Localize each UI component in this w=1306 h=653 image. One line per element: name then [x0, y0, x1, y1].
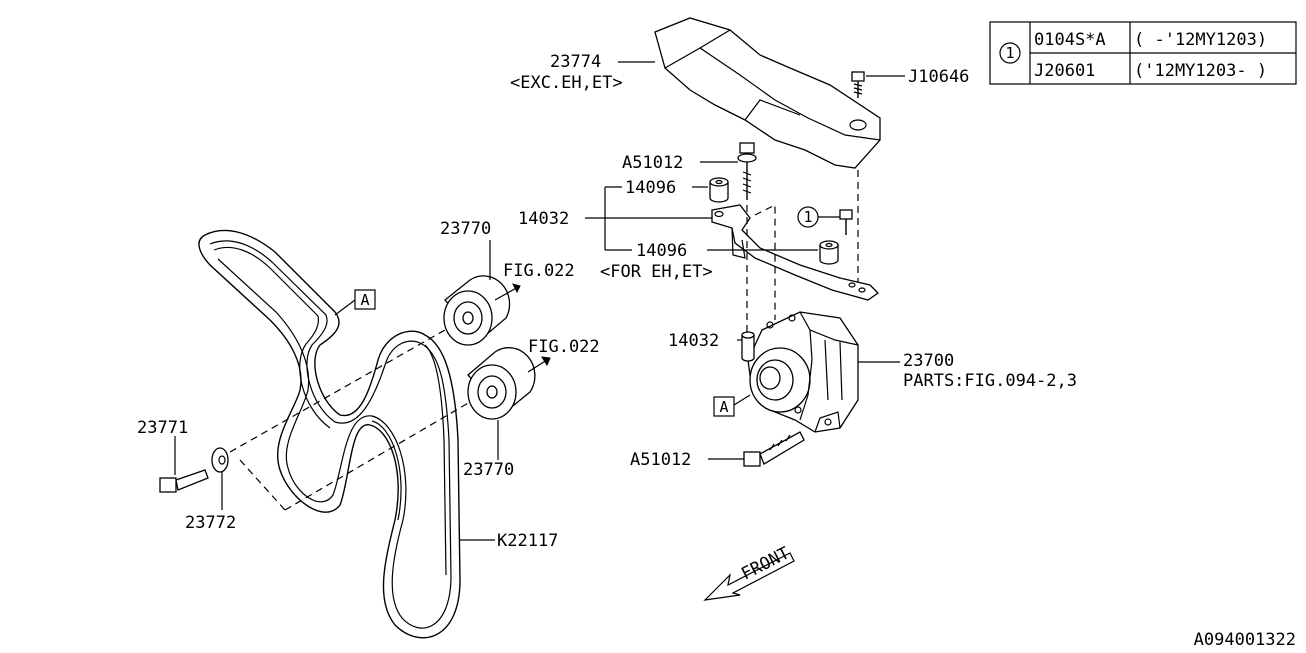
callout-14032-lower: 14032 — [668, 331, 719, 351]
callout-14096-bottom: 14096 — [636, 241, 687, 261]
callout-k22117: K22117 — [497, 531, 558, 551]
ref-box-a-left — [354, 289, 376, 310]
diagram-id: A094001322 — [1194, 630, 1296, 650]
bracket-14032 — [711, 204, 880, 301]
bolt-a51012-top — [737, 142, 757, 200]
callout-23770-bottom: 23770 — [463, 460, 514, 480]
callout-23700-note: PARTS:FIG.094-2,3 — [903, 371, 1077, 391]
bolt-a51012-bottom — [743, 431, 805, 467]
alternator — [747, 311, 859, 433]
callout-fig022-bottom: FIG.022 — [528, 337, 600, 357]
spacer-14096-bottom — [819, 240, 839, 265]
callout-a51012-top: A51012 — [622, 153, 683, 173]
callout-a51012-bottom: A51012 — [630, 450, 691, 470]
table-row-part: J20601 — [1034, 61, 1095, 81]
alternator-cover — [654, 17, 881, 169]
callout-fig022-top: FIG.022 — [503, 261, 575, 281]
callout-23774: 23774 — [550, 52, 601, 72]
table-circle-marker — [999, 42, 1021, 64]
bolt-circle-1 — [839, 209, 853, 235]
callout-14096-top: 14096 — [625, 178, 676, 198]
callout-23774-note: <EXC.EH,ET> — [510, 73, 623, 93]
ref-box-a-left-label: A — [360, 291, 369, 309]
idler-pulley-upper — [443, 275, 511, 346]
table-row-range: ( -'12MY1203) — [1134, 30, 1267, 50]
washer-23772 — [211, 447, 229, 473]
callout-14032-bracket: 14032 — [518, 209, 569, 229]
callout-23772: 23772 — [185, 513, 236, 533]
bolt-23771 — [159, 469, 209, 493]
drive-belt — [198, 229, 461, 639]
callout-j10646: J10646 — [908, 67, 969, 87]
table-row-range: ('12MY1203- ) — [1134, 61, 1267, 81]
applicability-table: 1 0104S*A ( -'12MY1203) J20601 ('12MY120… — [989, 21, 1297, 85]
callout-23770-top: 23770 — [440, 219, 491, 239]
circle-marker-label: 1 — [803, 208, 812, 226]
ref-box-a-label: A — [719, 398, 728, 416]
idler-pulley-lower — [467, 347, 536, 420]
spacer-14096-top — [709, 177, 729, 203]
callout-23700: 23700 — [903, 351, 954, 371]
table-row-part: 0104S*A — [1034, 30, 1106, 50]
ref-box-a — [713, 396, 735, 417]
front-arrow — [703, 552, 795, 601]
callout-23771: 23771 — [137, 418, 188, 438]
table-circle-label: 1 — [1005, 44, 1014, 62]
front-label: FRONT — [738, 543, 793, 584]
bolt-j10646 — [851, 71, 865, 98]
callout-14096-note: <FOR EH,ET> — [600, 262, 713, 282]
